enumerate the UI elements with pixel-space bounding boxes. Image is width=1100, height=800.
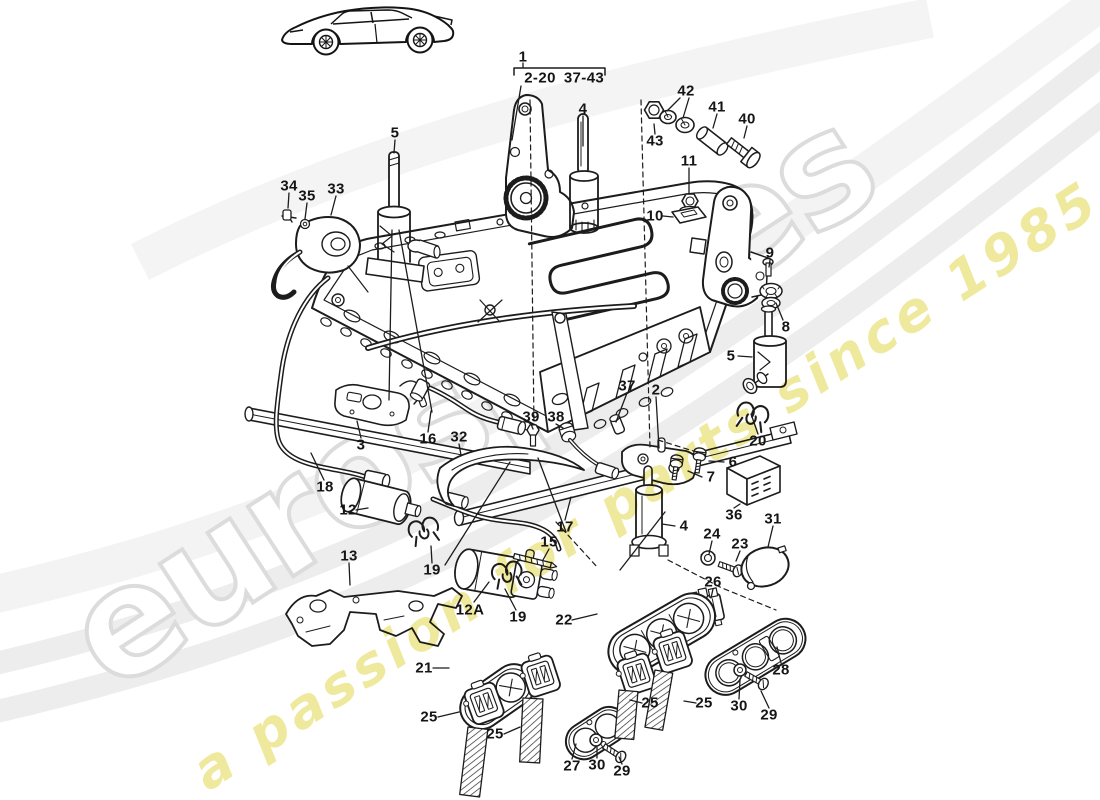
callout-bracket [513,67,606,76]
relay-36 [726,455,781,506]
recliner-bracket-right [689,185,769,308]
spindle-hardware-right [732,257,787,434]
drive-screw-15 [512,552,558,569]
leader-lines [287,62,784,765]
pivot-hardware [643,101,761,224]
adjuster-lever-32 [436,445,585,507]
recliner-bracket-left [503,94,575,238]
height-actuator-left [365,151,441,283]
seat-rail-right [453,414,798,527]
wiring-connectors [457,624,695,798]
assembly-dashed-lines [529,99,777,611]
seat-frame-drawing [244,62,807,798]
mounting-screws [589,663,771,766]
guide-pin-right [629,465,669,557]
seat-motor-12 [340,477,422,526]
switch-fasteners [700,545,790,591]
gasket-27 [564,705,629,761]
floor-bracket-13 [285,587,463,647]
seat-motor-12a [454,548,558,600]
bezel-plate-28 [704,617,807,696]
seat-spring-wire [527,217,670,324]
car-silhouette-icon [281,6,455,56]
